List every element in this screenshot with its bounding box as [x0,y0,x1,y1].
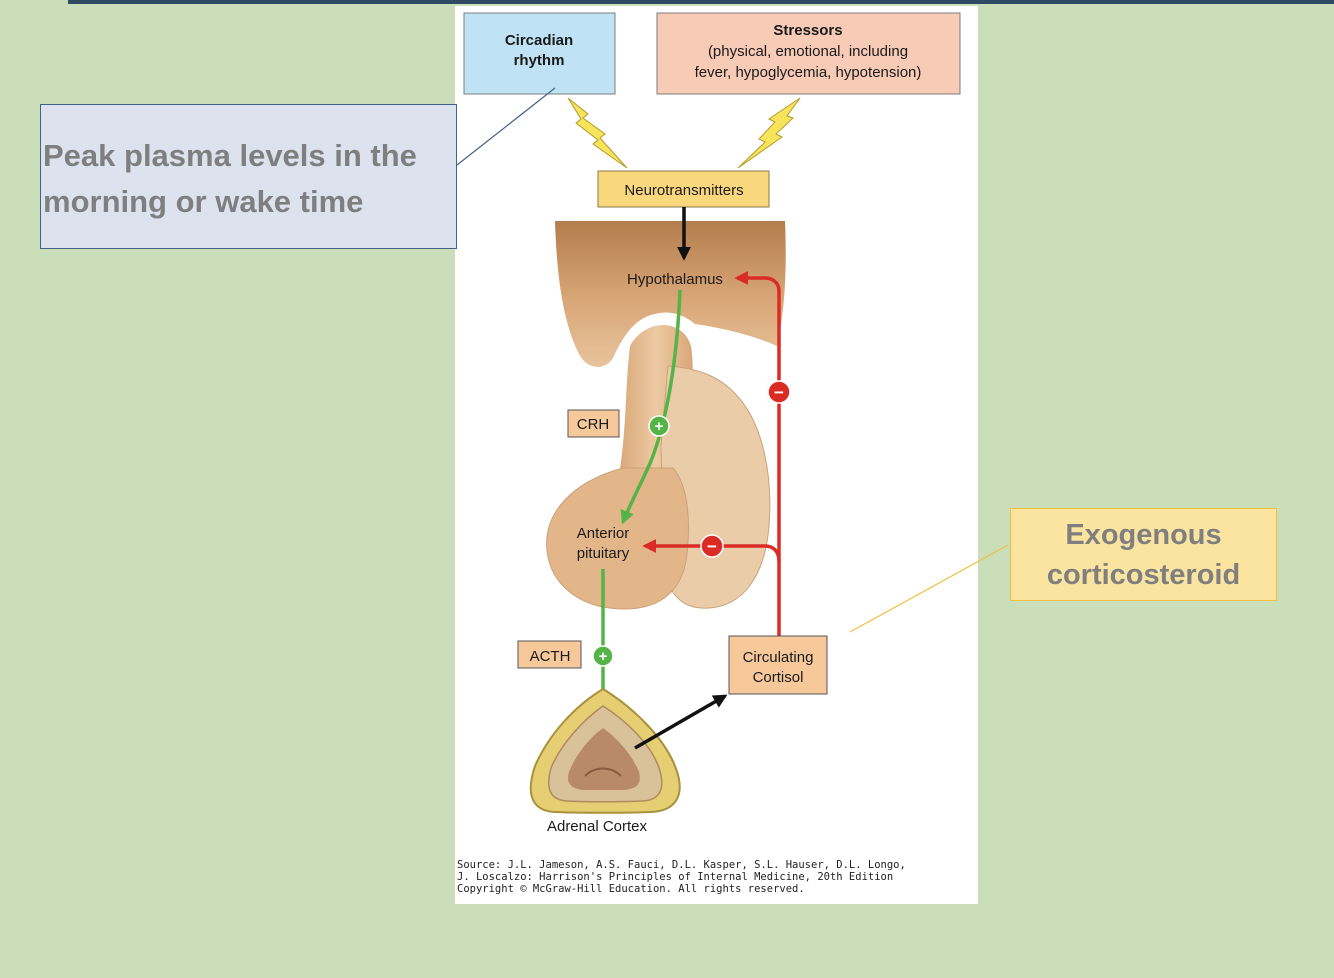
source-line-3: Copyright © McGraw-Hill Education. All r… [457,883,805,895]
negative-symbol-2: − [707,537,717,556]
lightning-bolt-right-icon [737,97,801,169]
top-border-bar [68,0,1334,4]
circulating-cortisol-box: Circulating Cortisol [728,635,828,695]
adrenal-cortex-label: Adrenal Cortex [547,818,648,835]
exogenous-line-1: Exogenous [1065,519,1222,551]
neurotransmitters-label: Neurotransmitters [624,182,743,199]
negative-feedback-hypothalamus-icon: − [767,380,791,404]
hypothalamus-tissue [555,221,786,367]
neurotransmitters-box: Neurotransmitters [597,170,770,208]
cortisol-label-line2: Cortisol [753,669,804,686]
crh-label: CRH [577,416,610,433]
anterior-pituitary-label-line1: Anterior [577,525,630,542]
circadian-label-line1: Circadian [505,32,573,49]
stressors-box: Stressors (physical, emotional, includin… [656,12,961,95]
positive-symbol-2: + [599,648,608,665]
source-line-1: Source: J.L. Jameson, A.S. Fauci, D.L. K… [457,859,906,871]
stressors-title: Stressors [773,22,842,39]
anterior-pituitary-label-line2: pituitary [577,545,630,562]
lightning-bolt-left-icon [567,97,628,169]
adrenal-cortex-illustration [529,687,681,814]
stressors-line1: (physical, emotional, including [708,43,908,60]
negative-feedback-pituitary-icon: − [700,534,724,558]
source-citation: Source: J.L. Jameson, A.S. Fauci, D.L. K… [457,859,977,895]
hypothalamus-label: Hypothalamus [627,271,723,288]
cortisol-to-hypothalamus-feedback [734,271,781,636]
adrenal-to-cortisol-arrow [634,694,728,750]
circadian-label-line2: rhythm [514,52,565,69]
acth-label: ACTH [530,648,571,665]
positive-stimulation-acth-icon: + [592,645,614,667]
peak-plasma-line-1: Peak plasma levels in the [43,138,417,173]
peak-plasma-line-2: morning or wake time [43,184,364,219]
circadian-rhythm-box: Circadian rhythm [463,12,616,95]
positive-symbol-1: + [655,418,664,435]
exogenous-line-2: corticosteroid [1046,559,1241,591]
source-line-2: J. Loscalzo: Harrison's Principles of In… [457,871,894,883]
hpa-axis-figure: Circadian rhythm Stressors (physical, em… [455,6,978,904]
positive-stimulation-crh-icon: + [648,415,670,437]
cortisol-to-pituitary-feedback [642,539,781,562]
peak-plasma-levels-callout: Peak plasma levels in the morning or wak… [40,104,457,249]
crh-label-box: CRH [567,409,620,438]
hpa-axis-diagram: Circadian rhythm Stressors (physical, em… [463,12,961,835]
acth-label-box: ACTH [517,640,582,669]
exogenous-corticosteroid-callout: Exogenous corticosteroid [1010,508,1277,601]
crh-stimulation-arrow [620,289,682,525]
stressors-line2: fever, hypoglycemia, hypotension) [695,64,922,81]
anterior-pituitary-lobe [546,467,689,610]
cortisol-label-line1: Circulating [743,649,814,666]
negative-symbol-1: − [774,383,784,402]
